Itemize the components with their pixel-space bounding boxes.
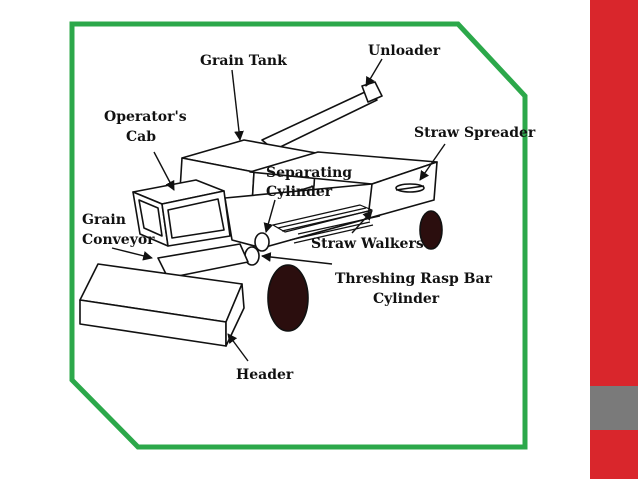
- label-threshing-line1: Threshing Rasp Bar: [335, 271, 493, 287]
- label-separating-cylinder-line2: Cylinder: [266, 184, 333, 200]
- label-grain-tank: Grain Tank: [200, 53, 287, 69]
- label-unloader: Unloader: [368, 43, 441, 59]
- label-operators-cab-line1: Operator's: [104, 109, 187, 125]
- red-accent-bar-top: [590, 0, 638, 386]
- straw-walkers-slats: [272, 204, 381, 244]
- label-operators-cab-line2: Cab: [126, 129, 156, 145]
- gray-accent-bar: [590, 386, 638, 430]
- label-straw-walkers: Straw Walkers: [311, 236, 424, 252]
- front-wheel: [267, 264, 309, 332]
- cab-window-side: [167, 198, 225, 239]
- red-accent-bar-bottom: [590, 430, 638, 479]
- label-straw-spreader: Straw Spreader: [414, 125, 536, 141]
- leader-arrows: [111, 58, 446, 362]
- label-grain-conveyor-line2: Conveyor: [82, 232, 155, 248]
- diagram-labels: Grain Tank Unloader Operator's Cab Straw…: [82, 43, 536, 383]
- separating-cylinder: [254, 232, 270, 252]
- label-separating-cylinder-line1: Separating: [266, 165, 352, 181]
- cab-window-front: [138, 199, 163, 237]
- label-grain-conveyor-line1: Grain: [82, 212, 126, 228]
- header-end: [225, 283, 245, 347]
- grain-conveyor: [157, 243, 249, 279]
- combine-drawing: [79, 81, 443, 347]
- label-header: Header: [236, 367, 294, 383]
- label-threshing-line2: Cylinder: [373, 291, 440, 307]
- rear-wheel: [419, 210, 443, 250]
- combine-harvester-diagram: Grain Tank Unloader Operator's Cab Straw…: [69, 21, 536, 450]
